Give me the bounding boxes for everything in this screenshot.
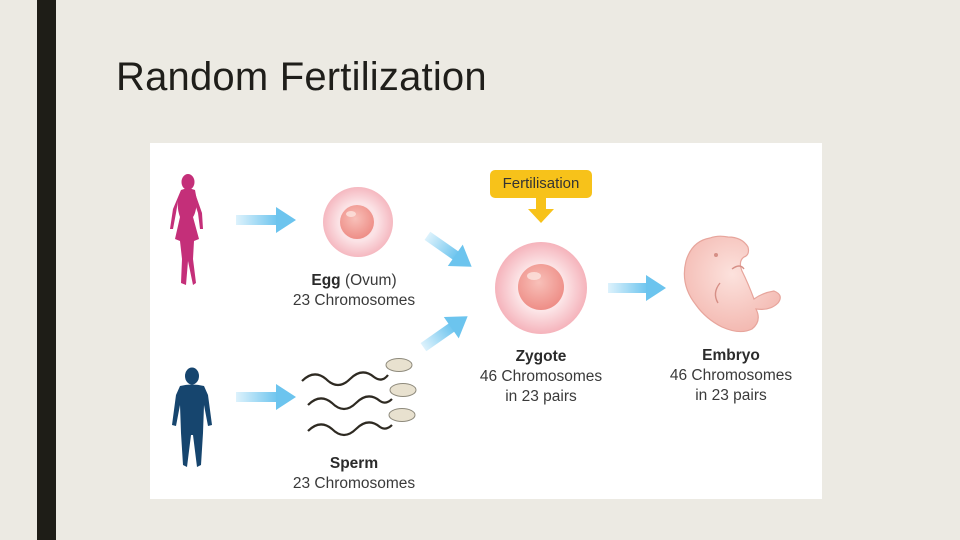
sperm-label: Sperm 23 Chromosomes (280, 454, 428, 494)
female-silhouette-icon (170, 174, 203, 285)
egg-name: Egg (311, 272, 341, 289)
arrow-sperm-to-zygote (420, 316, 468, 352)
diagram-graphics (170, 174, 781, 467)
embryo-icon (683, 235, 781, 333)
slide-title: Random Fertilization (116, 55, 487, 99)
zygote-chromosomes: 46 Chromosomes (479, 368, 603, 385)
accent-bar (37, 0, 56, 540)
embryo-pairs: in 23 pairs (695, 387, 767, 404)
sperm-chromosomes: 23 Chromosomes (292, 475, 416, 492)
zygote-label: Zygote 46 Chromosomes in 23 pairs (468, 347, 614, 407)
egg-qualifier: (Ovum) (344, 272, 397, 289)
fertilisation-callout: Fertilisation (490, 170, 592, 198)
zygote-name: Zygote (515, 348, 567, 365)
sperm-name: Sperm (329, 455, 379, 472)
embryo-chromosomes: 46 Chromosomes (669, 367, 793, 384)
male-silhouette-icon (172, 367, 212, 467)
zygote-cell (495, 242, 587, 334)
embryo-name: Embryo (702, 347, 760, 364)
sperm-cells (301, 358, 417, 437)
egg-label: Egg (Ovum) 23 Chromosomes (280, 271, 428, 311)
egg-cell (323, 187, 393, 257)
arrow-egg-to-zygote (424, 231, 472, 267)
arrow-female-to-egg (236, 207, 296, 233)
arrow-zygote-to-embryo (608, 275, 666, 301)
zygote-pairs: in 23 pairs (505, 388, 577, 405)
fertilisation-pointer-icon (528, 197, 554, 223)
embryo-label: Embryo 46 Chromosomes in 23 pairs (658, 346, 804, 406)
fertilization-diagram: Fertilisation Egg (Ovum) 23 Chromosomes … (150, 143, 822, 499)
arrow-male-to-sperm (236, 384, 296, 410)
egg-chromosomes: 23 Chromosomes (292, 292, 416, 309)
